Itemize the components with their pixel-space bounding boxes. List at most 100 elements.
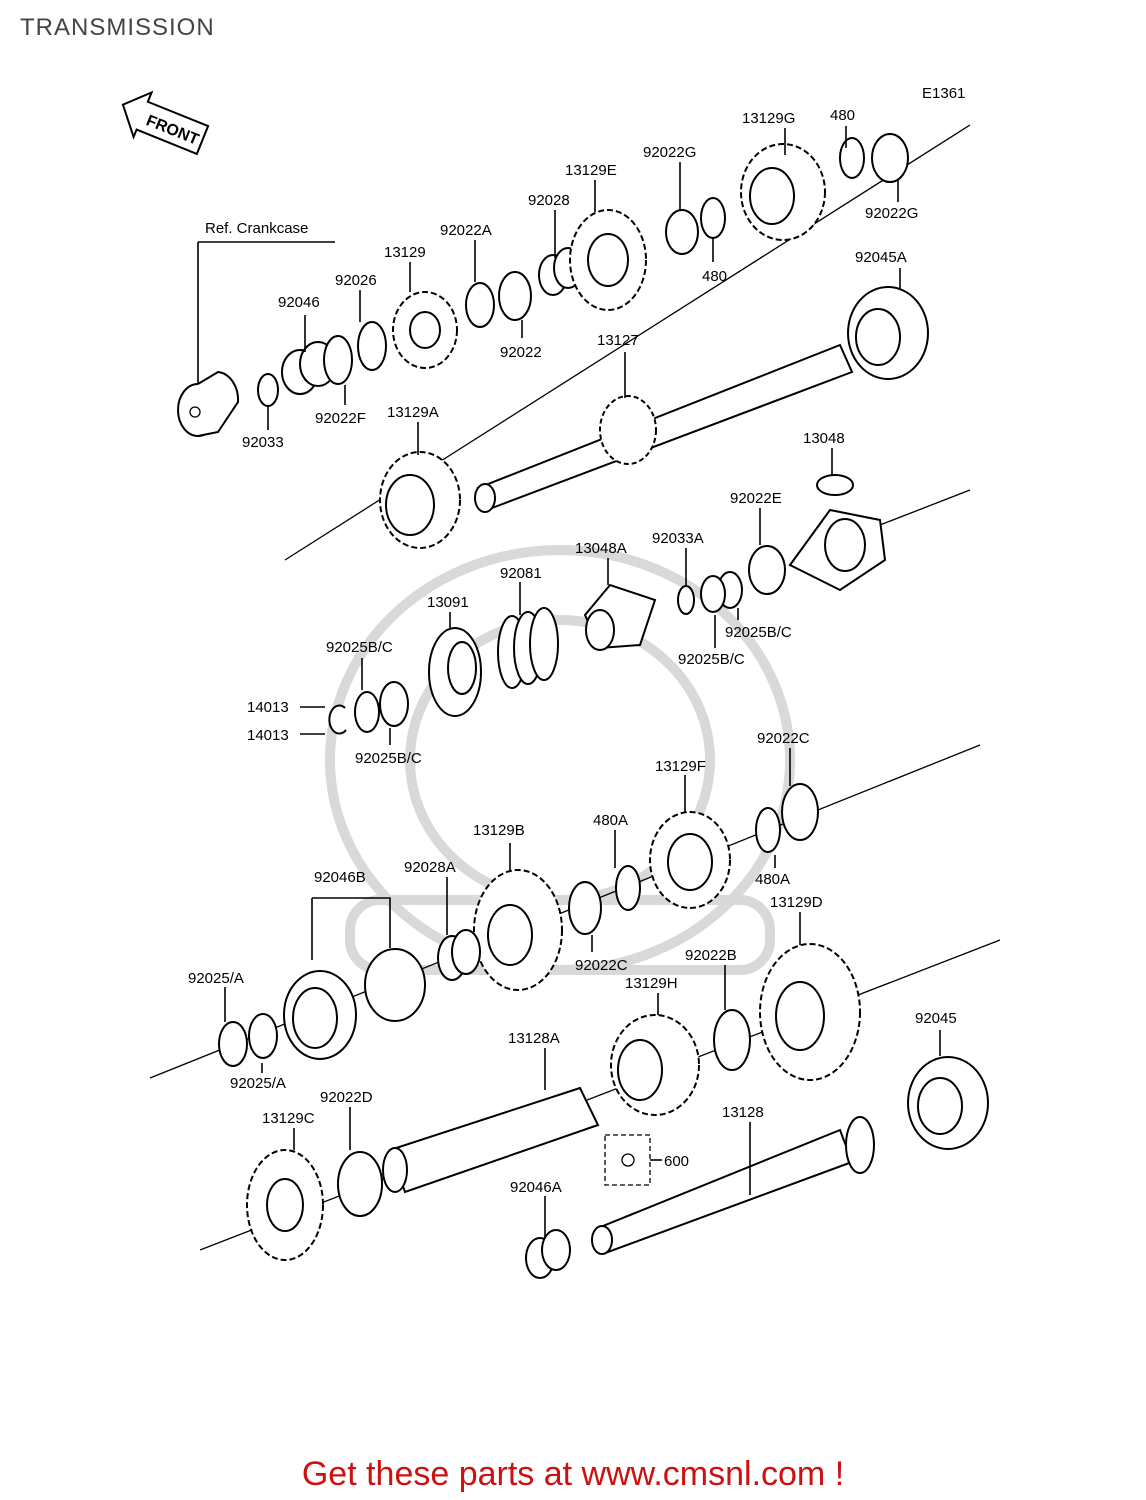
- label-92022D: 92022D: [320, 1089, 373, 1106]
- label-92028: 92028: [528, 192, 570, 209]
- footer-promo-text: Get these parts at www.cmsnl.com !: [301, 1455, 845, 1493]
- label-92022A: 92022A: [440, 222, 492, 239]
- label-13129A: 13129A: [387, 404, 439, 421]
- label-480: 480: [830, 107, 855, 124]
- sleeve-13128A: [382, 1086, 600, 1194]
- circlip-92033: [257, 373, 279, 407]
- diagram-code: E1361: [922, 85, 965, 102]
- part-600: [604, 1134, 651, 1186]
- label-92022G-top: 92022G: [865, 205, 918, 222]
- washer-92022E: [748, 545, 786, 595]
- page-title: TRANSMISSION: [20, 14, 215, 41]
- label-92022G: 92022G: [643, 144, 696, 161]
- washer-92022D: [337, 1151, 383, 1217]
- label-92025BC-lower: 92025B/C: [355, 750, 422, 767]
- bearing-92046B: [283, 948, 426, 1060]
- label-14013-bottom: 14013: [247, 727, 289, 744]
- label-92025BC-left: 92025B/C: [326, 639, 393, 656]
- label-92022F: 92022F: [315, 410, 366, 427]
- needle-bearing-92046A: [525, 1229, 571, 1279]
- label-92026: 92026: [335, 272, 377, 289]
- label-92025A-top: 92025/A: [188, 970, 244, 987]
- label-92046A: 92046A: [510, 1179, 562, 1196]
- washer-92025BC-d: [379, 681, 409, 727]
- label-480A-top: 480A: [593, 812, 628, 829]
- washer-92026: [357, 321, 387, 371]
- crankcase-plug: [177, 370, 240, 437]
- gear-13129B: [473, 869, 563, 991]
- label-92028A: 92028A: [404, 859, 456, 876]
- gear-13129C: [246, 1149, 324, 1261]
- label-13127: 13127: [597, 332, 639, 349]
- washer-92022: [498, 271, 532, 321]
- label-13129H: 13129H: [625, 975, 678, 992]
- shaft-13128: [591, 1116, 875, 1255]
- leader-lines: [224, 126, 941, 1238]
- label-92045: 92045: [915, 1010, 957, 1027]
- bushing-92028A: [437, 929, 481, 981]
- bearing-92045: [907, 1056, 989, 1150]
- label-92081: 92081: [500, 565, 542, 582]
- bearing-92045A: [847, 286, 929, 380]
- circlip-480A-top: [615, 865, 641, 911]
- ref-crankcase-label: Ref. Crankcase: [205, 220, 308, 237]
- label-92046: 92046: [278, 294, 320, 311]
- part-labels: 13129G 480 92022G 13129E 92028 92022G 48…: [188, 107, 957, 1196]
- label-480-lower: 480: [702, 268, 727, 285]
- washer-92022B: [713, 1009, 751, 1071]
- label-13129C: 13129C: [262, 1110, 315, 1127]
- washer-92022A: [465, 282, 495, 328]
- label-92033A: 92033A: [652, 530, 704, 547]
- needle-bearing-92046: [281, 341, 337, 395]
- label-13129D: 13129D: [770, 894, 823, 911]
- label-480A-bottom: 480A: [755, 871, 790, 888]
- label-92022: 92022: [500, 344, 542, 361]
- washer-92022C-bottom: [568, 881, 602, 935]
- label-600: 600: [664, 1153, 689, 1170]
- label-92046B: 92046B: [314, 869, 366, 886]
- label-92022B: 92022B: [685, 947, 737, 964]
- label-92045A: 92045A: [855, 249, 907, 266]
- label-13048A: 13048A: [575, 540, 627, 557]
- washer-92025A-a: [218, 1021, 248, 1067]
- cam-13048: [788, 474, 887, 592]
- shaft-13127: [474, 343, 854, 513]
- washer-92025BC-b: [700, 575, 726, 613]
- label-13128: 13128: [722, 1104, 764, 1121]
- front-arrow-icon: FRONT: [121, 90, 210, 156]
- cam-follower-13048A: [583, 583, 657, 651]
- label-92033: 92033: [242, 434, 284, 451]
- label-92022C-bottom: 92022C: [575, 957, 628, 974]
- collar-14013: [328, 704, 347, 735]
- circlip-480-b: [700, 197, 726, 239]
- washer-92022F: [323, 335, 353, 385]
- washer-92022G-top: [871, 133, 909, 183]
- label-13129E: 13129E: [565, 162, 617, 179]
- label-13091: 13091: [427, 594, 469, 611]
- gear-13129F: [649, 811, 731, 909]
- washer-92025BC-c: [354, 691, 380, 733]
- circlip-480-a: [839, 137, 865, 179]
- label-92025BC-right-bottom: 92025B/C: [678, 651, 745, 668]
- label-13129B: 13129B: [473, 822, 525, 839]
- label-13129: 13129: [384, 244, 426, 261]
- label-92025A-bottom: 92025/A: [230, 1075, 286, 1092]
- label-13128A: 13128A: [508, 1030, 560, 1047]
- gear-13129: [392, 291, 458, 369]
- label-92022E: 92022E: [730, 490, 782, 507]
- washer-92022G-a: [665, 209, 699, 255]
- label-92025BC-right-top: 92025B/C: [725, 624, 792, 641]
- label-13129G: 13129G: [742, 110, 795, 127]
- label-13048: 13048: [803, 430, 845, 447]
- gear-13129A: [379, 451, 461, 549]
- spring-92081: [497, 607, 559, 689]
- washer-92025A-b: [248, 1013, 278, 1059]
- gear-13129G: [740, 143, 826, 241]
- gear-13129D: [759, 943, 861, 1081]
- circlip-480A-bottom: [755, 807, 781, 853]
- washer-92022C-top: [781, 783, 819, 841]
- gear-13129E: [569, 209, 647, 311]
- gear-13129H: [610, 1014, 700, 1116]
- spring-holder-13091: [428, 627, 482, 717]
